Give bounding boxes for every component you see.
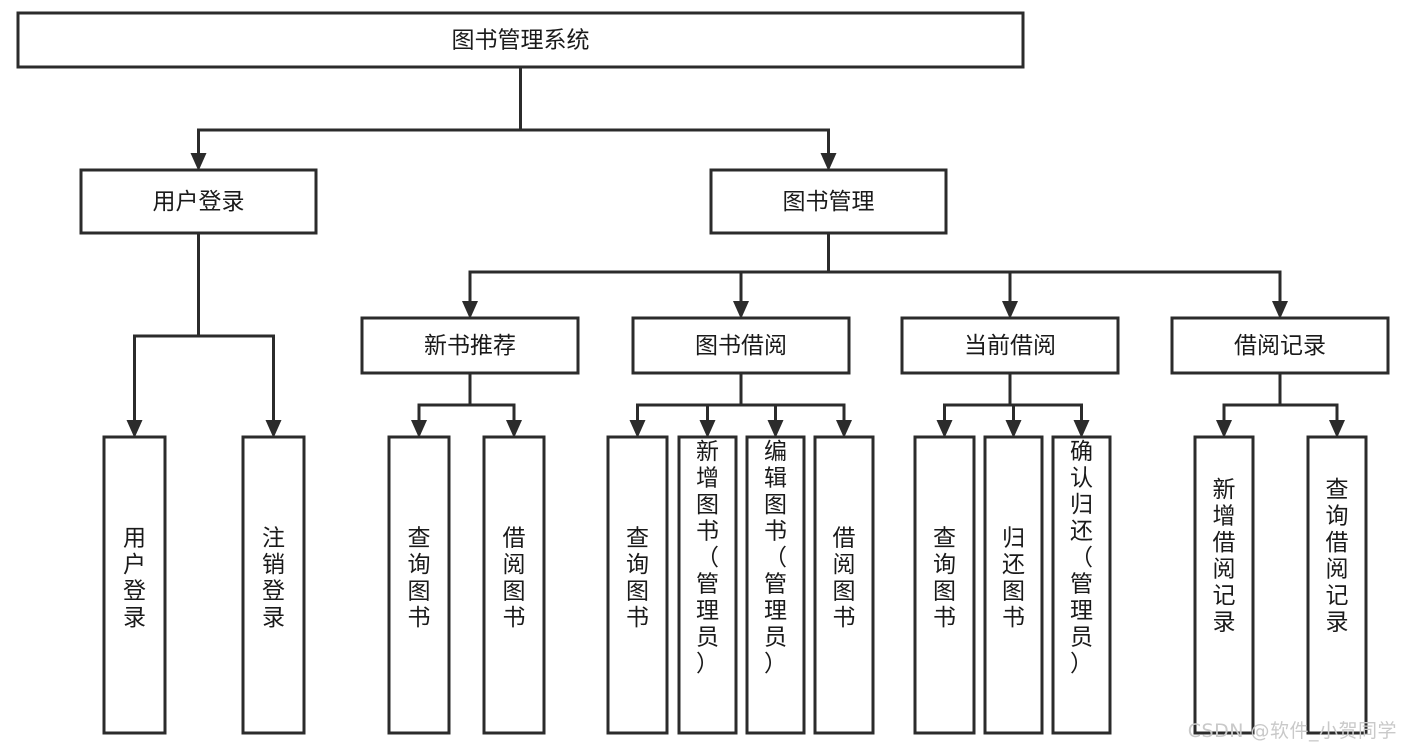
node-leaf-borrow-book-bor[interactable]: 借阅图书 bbox=[813, 435, 875, 735]
arrow-head-icon bbox=[190, 153, 207, 171]
node-leaf-confirm-return-admin[interactable]: 确认归还（管理员） bbox=[1051, 435, 1112, 735]
arrow-head-icon bbox=[936, 420, 953, 438]
node-label: 图书管理 bbox=[783, 189, 875, 215]
node-label: 查询图书 bbox=[626, 525, 649, 631]
node-box bbox=[606, 435, 669, 735]
node-box bbox=[709, 168, 948, 235]
node-book-borrow[interactable]: 图书借阅 bbox=[631, 316, 851, 375]
arrow-head-icon bbox=[629, 420, 646, 438]
node-leaf-query-book-cur[interactable]: 查询图书 bbox=[913, 435, 976, 735]
node-label: 编辑图书（管理员） bbox=[764, 439, 787, 677]
arrow-head-icon bbox=[265, 420, 282, 438]
node-box bbox=[1306, 435, 1368, 735]
node-new-book-recommend[interactable]: 新书推荐 bbox=[360, 316, 580, 375]
connector-current-borrow-to-leaf-query-book-cur bbox=[936, 371, 1012, 438]
arrow-head-icon bbox=[126, 420, 143, 438]
connector-new-book-recommend-to-leaf-query-book-rec bbox=[411, 371, 472, 438]
node-box bbox=[79, 168, 318, 235]
connector-current-borrow-to-leaf-confirm-return-admin bbox=[1008, 371, 1090, 438]
connector-book-manage-to-borrow-record bbox=[827, 231, 1288, 319]
arrow-head-icon bbox=[1272, 301, 1288, 319]
node-box bbox=[102, 435, 167, 735]
connector-root-to-user-login bbox=[190, 65, 522, 171]
node-box bbox=[1051, 435, 1112, 735]
node-leaf-query-borrow-record[interactable]: 查询借阅记录 bbox=[1306, 435, 1368, 735]
node-label: 借阅图书 bbox=[833, 525, 856, 631]
node-box bbox=[360, 316, 580, 375]
arrow-head-icon bbox=[836, 420, 852, 438]
node-current-borrow[interactable]: 当前借阅 bbox=[900, 316, 1120, 375]
node-book-manage[interactable]: 图书管理 bbox=[709, 168, 948, 235]
node-user-login[interactable]: 用户登录 bbox=[79, 168, 318, 235]
node-leaf-add-borrow-record[interactable]: 新增借阅记录 bbox=[1193, 435, 1255, 735]
node-label: 借阅记录 bbox=[1234, 333, 1326, 359]
node-leaf-query-book-bor[interactable]: 查询图书 bbox=[606, 435, 669, 735]
node-box bbox=[745, 435, 806, 735]
node-box bbox=[387, 435, 451, 735]
node-box bbox=[983, 435, 1044, 735]
connector-user-login-to-leaf-user-login bbox=[126, 231, 200, 438]
arrow-head-icon bbox=[820, 153, 837, 171]
arrow-head-icon bbox=[733, 301, 749, 319]
node-box bbox=[631, 316, 851, 375]
node-label: 查询图书 bbox=[933, 525, 956, 631]
node-root[interactable]: 图书管理系统 bbox=[16, 11, 1025, 69]
node-leaf-edit-book-admin[interactable]: 编辑图书（管理员） bbox=[745, 435, 806, 735]
node-label: 确认归还（管理员） bbox=[1070, 439, 1093, 677]
connector-new-book-recommend-to-leaf-borrow-book-rec bbox=[468, 371, 522, 438]
node-label: 用户登录 bbox=[153, 189, 245, 215]
node-label: 图书借阅 bbox=[695, 333, 787, 359]
node-leaf-query-book-rec[interactable]: 查询图书 bbox=[387, 435, 451, 735]
node-box bbox=[241, 435, 306, 735]
node-box bbox=[1170, 316, 1390, 375]
arrow-head-icon bbox=[699, 420, 716, 438]
arrow-head-icon bbox=[506, 420, 522, 438]
node-label: 借阅图书 bbox=[503, 525, 526, 631]
node-label: 归还图书 bbox=[1002, 525, 1025, 631]
node-label: 当前借阅 bbox=[964, 333, 1056, 359]
node-box bbox=[813, 435, 875, 735]
connector-user-login-to-leaf-user-logout bbox=[197, 231, 282, 438]
arrow-head-icon bbox=[411, 420, 427, 438]
node-leaf-return-book[interactable]: 归还图书 bbox=[983, 435, 1044, 735]
arrow-head-icon bbox=[767, 420, 784, 438]
arrow-head-icon bbox=[1329, 420, 1345, 438]
connector-book-borrow-to-leaf-borrow-book-bor bbox=[739, 371, 852, 438]
node-label: 查询图书 bbox=[408, 525, 431, 631]
node-box bbox=[677, 435, 738, 735]
connector-borrow-record-to-leaf-add-borrow-record bbox=[1216, 371, 1282, 438]
watermark-text: CSDN @软件_小贺同学 bbox=[1187, 720, 1397, 742]
node-label: 查询借阅记录 bbox=[1326, 477, 1349, 636]
node-layer: 图书管理系统用户登录图书管理新书推荐图书借阅当前借阅借阅记录用户登录注销登录查询… bbox=[16, 11, 1390, 735]
node-label: 用户登录 bbox=[123, 525, 146, 631]
node-leaf-borrow-book-rec[interactable]: 借阅图书 bbox=[482, 435, 546, 735]
node-box bbox=[913, 435, 976, 735]
node-box bbox=[900, 316, 1120, 375]
arrow-head-icon bbox=[462, 301, 478, 319]
arrow-head-icon bbox=[1005, 420, 1022, 438]
node-label: 新增图书（管理员） bbox=[696, 439, 719, 677]
connector-borrow-record-to-leaf-query-borrow-record bbox=[1278, 371, 1345, 438]
node-box bbox=[1193, 435, 1255, 735]
node-label: 新书推荐 bbox=[424, 333, 516, 359]
node-borrow-record[interactable]: 借阅记录 bbox=[1170, 316, 1390, 375]
edge-layer bbox=[126, 65, 1345, 438]
connector-book-manage-to-new-book-recommend bbox=[462, 231, 830, 319]
node-leaf-user-login[interactable]: 用户登录 bbox=[102, 435, 167, 735]
node-box bbox=[16, 11, 1025, 69]
arrow-head-icon bbox=[1216, 420, 1232, 438]
connector-book-manage-to-current-borrow bbox=[827, 231, 1018, 319]
node-label: 图书管理系统 bbox=[452, 28, 590, 54]
node-box bbox=[482, 435, 546, 735]
arrow-head-icon bbox=[1073, 420, 1090, 438]
node-leaf-user-logout[interactable]: 注销登录 bbox=[241, 435, 306, 735]
node-label: 新增借阅记录 bbox=[1213, 477, 1236, 636]
connector-root-to-book-manage bbox=[519, 65, 837, 171]
node-label: 注销登录 bbox=[262, 525, 285, 631]
connector-book-manage-to-book-borrow bbox=[733, 231, 830, 319]
arrow-head-icon bbox=[1002, 301, 1018, 319]
node-leaf-add-book-admin[interactable]: 新增图书（管理员） bbox=[677, 435, 738, 735]
